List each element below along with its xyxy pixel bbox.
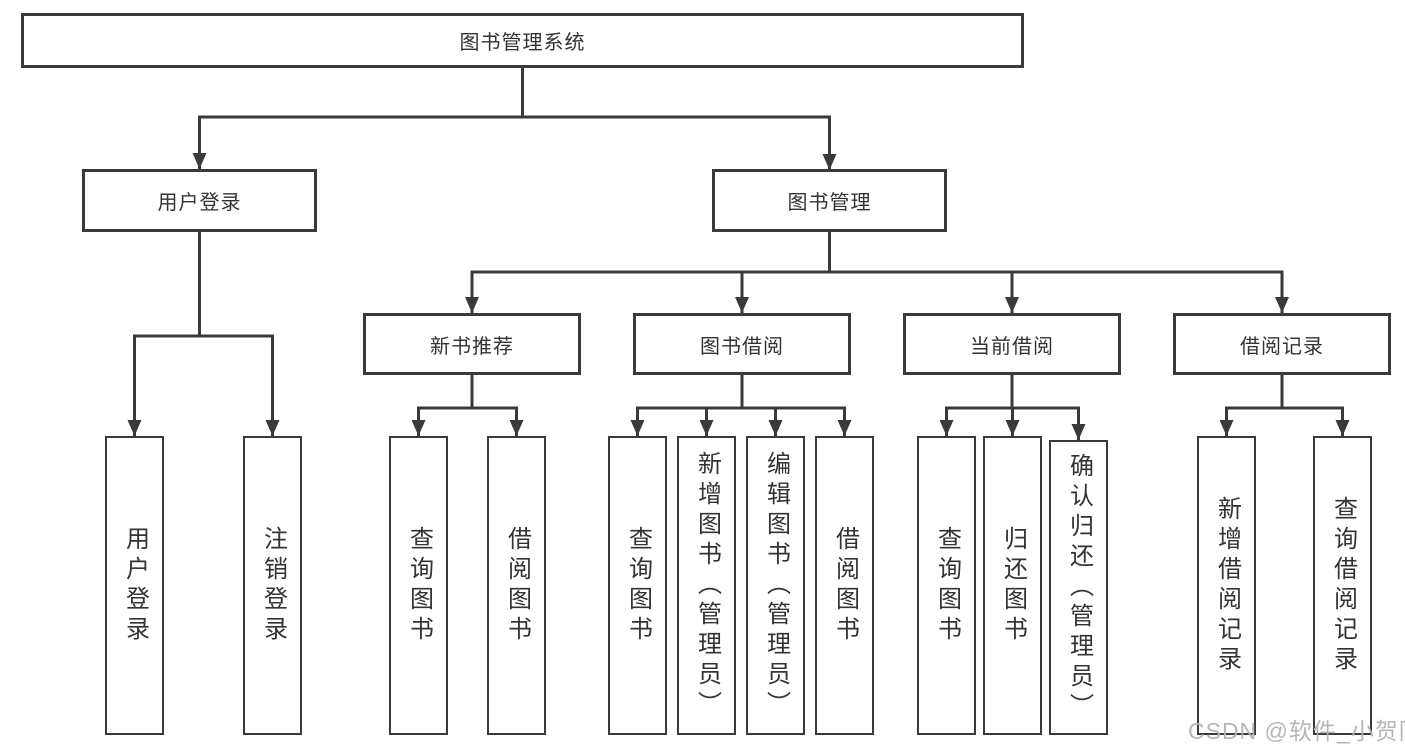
- leaf-label: 查询图书: [933, 525, 961, 646]
- leaf-user-login: 用户登录: [105, 436, 164, 735]
- node-new-book-recommend: 新书推荐: [363, 313, 581, 375]
- leaf-label: 查询借阅记录: [1329, 495, 1357, 676]
- node-current-borrowing: 当前借阅: [903, 313, 1121, 375]
- leaf-label: 查询图书: [405, 525, 433, 646]
- node-book-borrowing: 图书借阅: [633, 313, 851, 375]
- leaf-label: 用户登录: [121, 525, 149, 646]
- leaf-query-books-newbook: 查询图书: [389, 436, 448, 735]
- leaf-label: 查询图书: [624, 525, 652, 646]
- leaf-borrow-books: 借阅图书: [815, 436, 874, 735]
- leaf-return-books: 归还图书: [983, 436, 1042, 735]
- leaf-label: 注销登录: [259, 525, 287, 646]
- leaf-label: 借阅图书: [831, 525, 859, 646]
- leaf-label: 新增图书（管理员）: [693, 450, 721, 721]
- leaf-add-borrow-record: 新增借阅记录: [1197, 436, 1256, 735]
- leaf-query-borrow-record: 查询借阅记录: [1313, 436, 1372, 735]
- leaf-logout: 注销登录: [243, 436, 302, 735]
- leaf-edit-books-admin: 编辑图书（管理员）: [746, 436, 805, 735]
- leaf-confirm-return-admin: 确认归还（管理员）: [1049, 440, 1108, 735]
- leaf-label: 确认归还（管理员）: [1065, 452, 1093, 723]
- node-borrowing-records: 借阅记录: [1173, 313, 1391, 375]
- leaf-label: 新增借阅记录: [1213, 495, 1241, 676]
- leaf-label: 借阅图书: [503, 525, 531, 646]
- csdn-watermark: CSDN @软件_小贺同学: [1188, 718, 1405, 744]
- leaf-query-books-borrow: 查询图书: [608, 436, 667, 735]
- leaf-query-books-current: 查询图书: [917, 436, 976, 735]
- leaf-add-books-admin: 新增图书（管理员）: [677, 436, 736, 735]
- node-user-login: 用户登录: [82, 169, 317, 232]
- leaf-label: 编辑图书（管理员）: [762, 450, 790, 721]
- leaf-borrow-books-newbook: 借阅图书: [487, 436, 546, 735]
- node-book-management: 图书管理: [712, 169, 947, 232]
- leaf-label: 归还图书: [999, 525, 1027, 646]
- node-library-management-system: 图书管理系统: [21, 13, 1024, 68]
